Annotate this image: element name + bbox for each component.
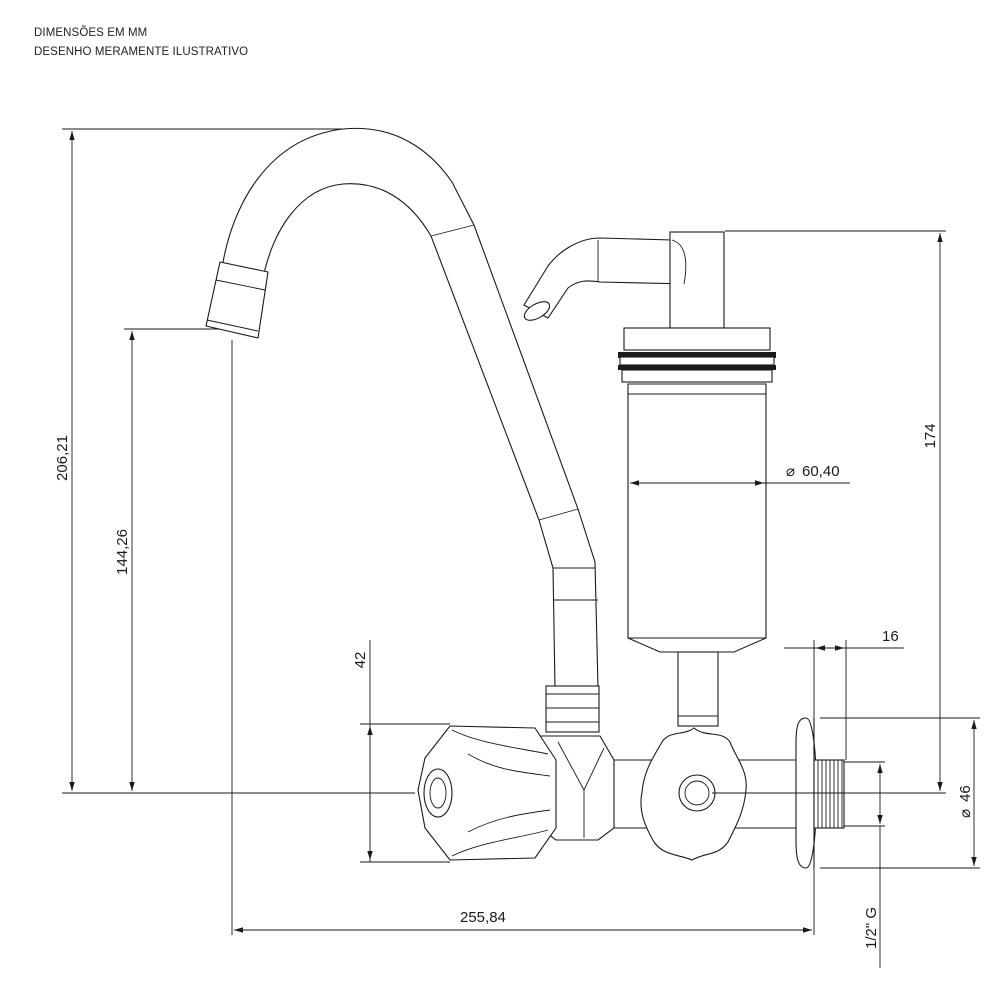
total-height-label: 206,21 [54, 435, 71, 481]
units-note: DIMENSÕES EM MM [34, 27, 148, 39]
spout-height-label: 144,26 [114, 529, 131, 575]
base-diameter-group: ⌀ 46 [957, 785, 974, 818]
filter-height-label: 174 [922, 423, 939, 448]
body-pipe [539, 735, 805, 841]
total-width-label: 255,84 [460, 909, 506, 926]
handle-height-label: 42 [352, 652, 369, 669]
thread-lines [817, 760, 843, 828]
spout-collar [545, 685, 600, 733]
spout [205, 127, 599, 689]
illustrative-note: DESENHO MERAMENTE ILUSTRATIVO [34, 46, 249, 58]
filter-diameter-group: ⌀ 60,40 [786, 463, 840, 480]
thread-length-label: 16 [882, 628, 899, 645]
base-diameter-label: 46 [957, 785, 974, 802]
filter-cap [618, 231, 776, 383]
faucet [205, 127, 845, 869]
dimension-lines [62, 128, 980, 968]
filter-spout [523, 237, 691, 321]
thread-spec-label: 1/2" G [863, 907, 880, 949]
diameter-symbol-base: ⌀ [957, 809, 974, 818]
filter-diameter-label: 60,40 [802, 463, 840, 480]
diameter-symbol-filter: ⌀ [786, 463, 795, 480]
right-handle [640, 727, 747, 861]
drawing-notes: DIMENSÕES EM MM DESENHO MERAMENTE ILUSTR… [34, 24, 248, 62]
filter-canister [627, 383, 767, 727]
left-handle [417, 725, 557, 861]
dimension-labels: 206,21 144,26 42 174 ⌀ 46 ⌀ 60,40 16 255… [54, 423, 974, 949]
